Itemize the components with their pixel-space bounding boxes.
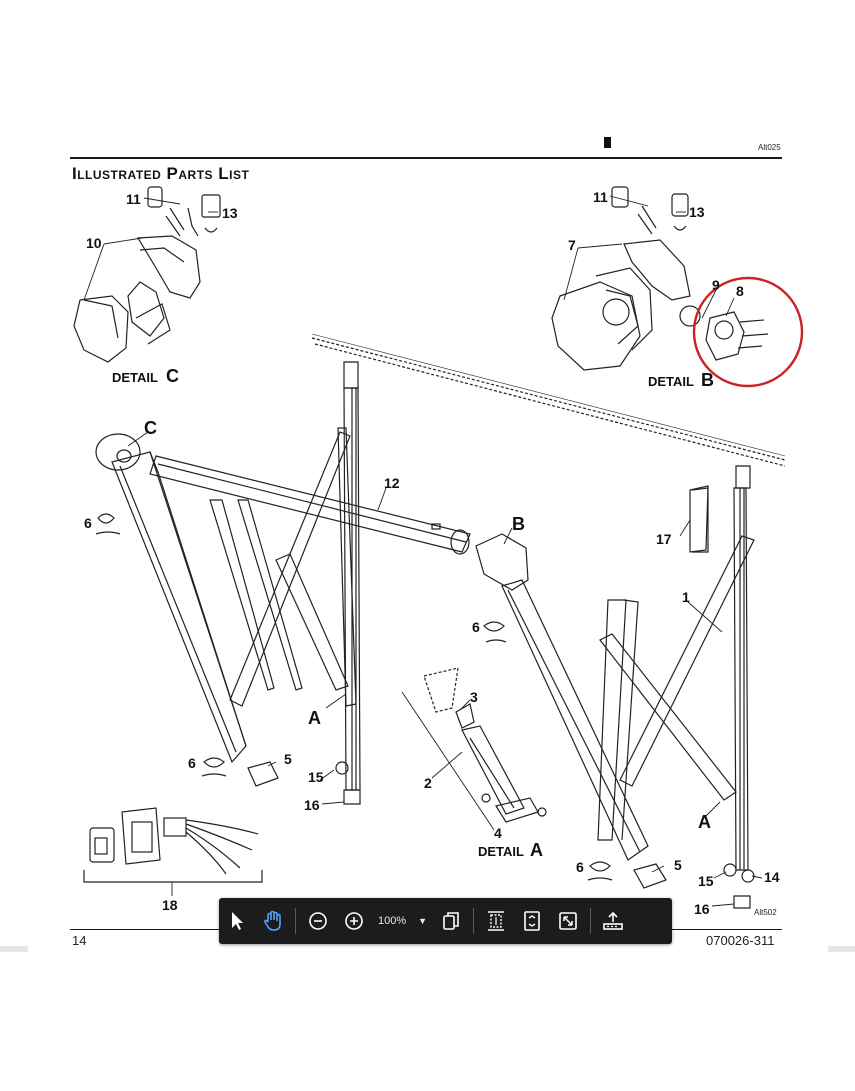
toolbar-separator	[473, 908, 475, 934]
detail-b-letter: B	[701, 370, 714, 390]
fit-height-icon	[488, 911, 505, 931]
detail-c-letter: C	[166, 366, 179, 386]
left-awning-arm	[95, 361, 361, 805]
callout-6-b: 6	[472, 619, 480, 635]
callout-17: 17	[656, 531, 672, 547]
fit-page-button[interactable]	[514, 898, 550, 944]
small-parts-6-and-17	[95, 487, 709, 881]
callout-11: 11	[126, 191, 141, 207]
callout-14: 14	[764, 869, 780, 885]
toolbar-separator	[295, 908, 296, 934]
page-marker	[604, 137, 611, 148]
callout-10: 10	[86, 235, 102, 251]
callout-12: 12	[384, 475, 400, 491]
document-number: 070026-311	[706, 933, 775, 948]
callout-a-right: A	[698, 812, 711, 832]
zoom-level-dropdown[interactable]: 100% ▼	[372, 898, 433, 944]
copy-pages-icon	[443, 912, 459, 930]
detail-c-drawing	[73, 186, 221, 363]
switch-assembly	[83, 807, 263, 883]
zoom-in-icon	[345, 912, 363, 930]
callout-1: 1	[682, 589, 690, 605]
page-number: 14	[72, 933, 87, 948]
detail-a-drawing	[423, 667, 547, 823]
select-arrow-icon	[232, 912, 243, 930]
toolbar-separator	[590, 908, 592, 934]
callout-8: 8	[736, 283, 744, 299]
callout-2: 2	[424, 775, 432, 791]
upload-button[interactable]	[595, 898, 631, 944]
callout-6-d: 6	[576, 859, 584, 875]
detail-c-label: DETAIL	[112, 370, 158, 385]
wall-rail	[311, 333, 786, 467]
callout-13b: 13	[689, 204, 705, 220]
callout-4: 4	[494, 825, 502, 841]
right-awning-arm	[475, 465, 755, 909]
copy-pages-button[interactable]	[433, 898, 469, 944]
callout-a-left: A	[308, 708, 321, 728]
callout-16-b: 16	[694, 901, 710, 917]
callout-7: 7	[568, 237, 576, 253]
highlight-circle	[692, 276, 804, 388]
zoom-out-button[interactable]	[300, 898, 336, 944]
callout-5-b: 5	[674, 857, 682, 873]
callout-18: 18	[162, 897, 178, 913]
top-rule	[70, 157, 782, 159]
marker-code: Alt025	[758, 143, 781, 152]
callout-15-b: 15	[698, 873, 714, 889]
callout-3: 3	[470, 689, 478, 705]
fit-page-icon	[524, 911, 540, 931]
callout-c: C	[144, 418, 157, 438]
callout-9: 9	[712, 277, 720, 293]
zoom-in-button[interactable]	[336, 898, 372, 944]
detail-a-letter: A	[530, 840, 543, 860]
detail-b-drawing	[551, 186, 769, 371]
page-edge-right	[828, 946, 855, 952]
callout-16-a: 16	[304, 797, 320, 813]
fullscreen-icon	[559, 912, 577, 930]
callout-5-a: 5	[284, 751, 292, 767]
callout-b: B	[512, 514, 525, 534]
upload-icon	[603, 911, 623, 930]
leader-lines	[83, 195, 763, 907]
zoom-out-icon	[309, 912, 327, 930]
pan-tool-button[interactable]	[255, 898, 291, 944]
roller-tube	[149, 455, 471, 555]
detail-b-label: DETAIL	[648, 374, 694, 389]
callout-6-a: 6	[84, 515, 92, 531]
select-tool-button[interactable]	[219, 898, 255, 944]
fullscreen-button[interactable]	[550, 898, 586, 944]
callout-6-c: 6	[188, 755, 196, 771]
caret-down-icon: ▼	[418, 916, 428, 926]
detail-a-label: DETAIL	[478, 844, 524, 859]
figure-code: Alt502	[754, 908, 777, 917]
fit-height-button[interactable]	[478, 898, 514, 944]
callout-11b: 11	[593, 189, 608, 205]
zoom-level-value: 100%	[378, 915, 407, 927]
callout-13: 13	[222, 205, 238, 221]
viewer-toolbar: 100% ▼	[219, 898, 672, 944]
callout-15-a: 15	[308, 769, 324, 785]
hand-pan-icon	[264, 910, 281, 931]
page-edge-left	[0, 946, 28, 952]
section-title: Illustrated Parts List	[72, 164, 250, 183]
